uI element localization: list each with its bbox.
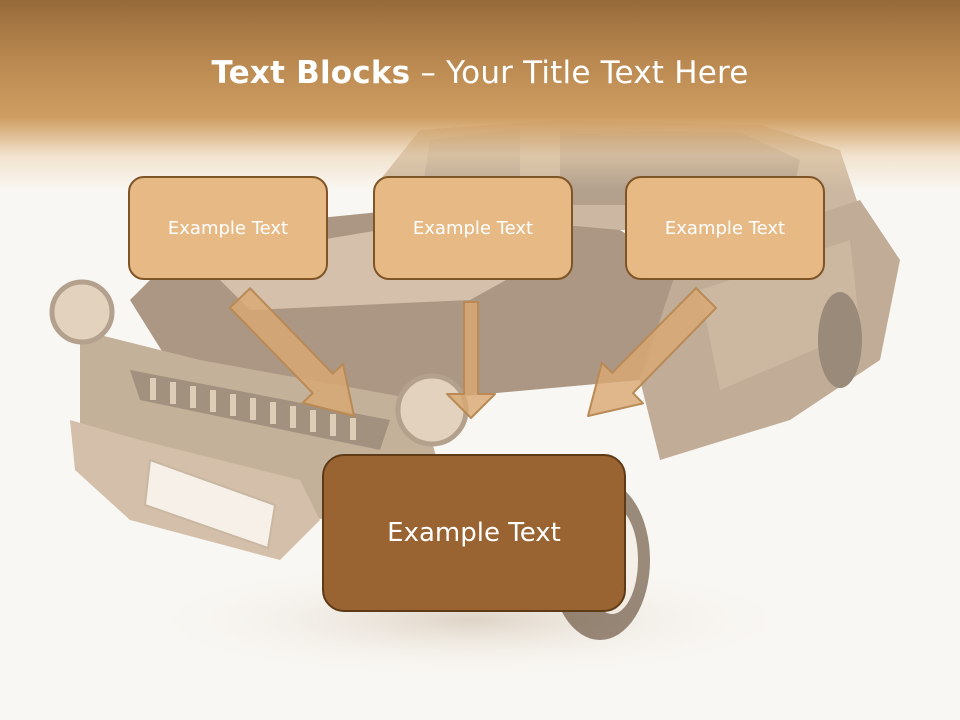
- text-block-main[interactable]: Example Text: [322, 454, 626, 612]
- text-block-main-label: Example Text: [387, 518, 561, 548]
- title-bold-part: Text Blocks: [211, 55, 411, 91]
- title-dash: –: [420, 55, 437, 91]
- title-subtitle-part: Your Title Text Here: [446, 55, 749, 91]
- text-block-left[interactable]: Example Text: [128, 176, 328, 280]
- text-block-label: Example Text: [664, 217, 786, 239]
- slide-title: Text Blocks – Your Title Text Here: [0, 55, 960, 91]
- header-band: [0, 0, 960, 190]
- text-block-label: Example Text: [167, 217, 289, 239]
- text-block-label: Example Text: [412, 217, 534, 239]
- text-block-right[interactable]: Example Text: [625, 176, 825, 280]
- text-block-center[interactable]: Example Text: [373, 176, 573, 280]
